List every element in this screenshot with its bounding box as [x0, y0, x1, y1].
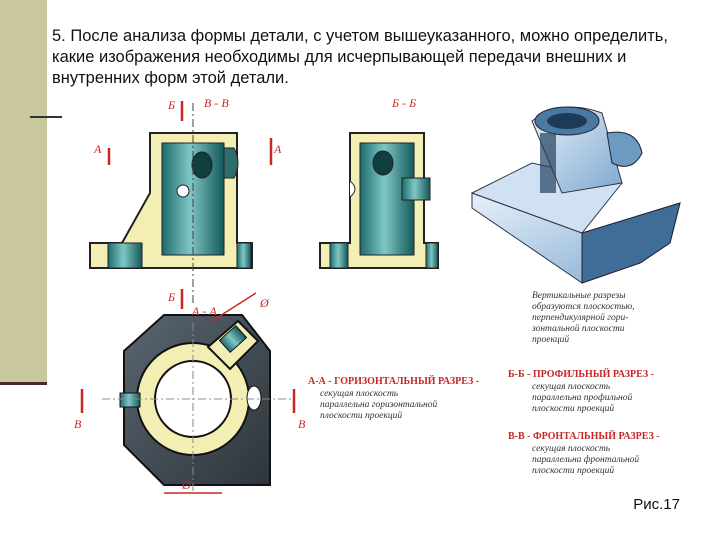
slide-body-text: 5. После анализа формы детали, с учетом … [52, 27, 668, 87]
label-b-bottom: Б [167, 290, 175, 304]
technical-drawing: Б В - В А А Б Б - Б [74, 96, 681, 494]
sidebar-divider [0, 382, 47, 385]
label-v-left: В [74, 417, 82, 431]
note-vv-text: секущая плоскость параллельна фронтально… [532, 444, 640, 476]
label-v-right: В [298, 417, 306, 431]
note-aa-text: секущая плоскость параллельна горизонтал… [320, 389, 438, 421]
section-vv [89, 103, 253, 303]
label-vv: В - В [204, 96, 229, 110]
figure-caption: Рис.17 [633, 496, 680, 513]
note-bb-title: Б-Б - ПРОФИЛЬНЫЙ РАЗРЕЗ - [508, 369, 655, 380]
label-b-top: Б [167, 98, 175, 112]
slide-dash [30, 116, 66, 118]
section-bb [319, 132, 439, 269]
isometric-view [470, 106, 681, 284]
label-a-right: А [273, 142, 282, 156]
label-diameter-bottom: Ø [181, 478, 192, 492]
figure-image: Б В - В А А Б Б - Б [62, 93, 694, 525]
note-aa-title: А-А - ГОРИЗОНТАЛЬНЫЙ РАЗРЕЗ - [308, 376, 480, 387]
note-bb-text: секущая плоскость параллельна профильной… [532, 382, 633, 414]
slide-sidebar [0, 0, 47, 384]
label-bb: Б - Б [391, 96, 416, 110]
note-vv-title: В-В - ФРОНТАЛЬНЫЙ РАЗРЕЗ - [508, 431, 660, 442]
label-a-left: А [93, 142, 102, 156]
label-diameter-top: Ø [259, 296, 270, 310]
section-aa [102, 292, 292, 494]
note-vertical: Вертикальные разрезы образуются плоскост… [532, 291, 635, 345]
label-aa: А - А [191, 304, 217, 318]
